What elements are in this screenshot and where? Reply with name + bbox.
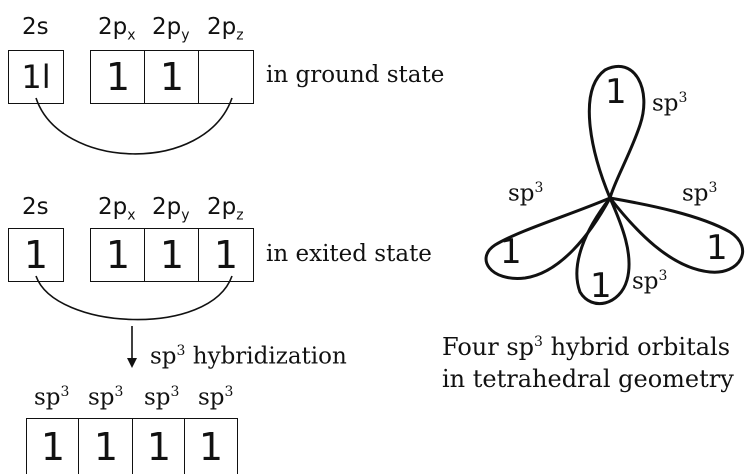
lobe-label-sup: 3 bbox=[535, 180, 544, 196]
caption-text: Four sp bbox=[442, 333, 534, 361]
caption-sup: 3 bbox=[534, 334, 543, 350]
lobe-label-text: sp bbox=[682, 181, 709, 207]
promotion-arc bbox=[36, 98, 232, 154]
lobe-label-text: sp bbox=[652, 91, 679, 117]
lobe-electron-bottom: 1 bbox=[590, 266, 612, 306]
tetrahedral-caption: Four sp3 hybrid orbitals in tetrahedral … bbox=[442, 326, 734, 395]
arrow-down-icon bbox=[127, 358, 137, 368]
caption-line-2: in tetrahedral geometry bbox=[442, 363, 734, 395]
lobe-label-sup: 3 bbox=[679, 90, 688, 106]
lobe-label-right: sp3 bbox=[682, 180, 717, 207]
lobe-electron-right: 1 bbox=[706, 228, 728, 268]
lobe-label-sup: 3 bbox=[659, 268, 668, 284]
lobe-label-text: sp bbox=[508, 181, 535, 207]
lobe-electron-left: 1 bbox=[500, 232, 522, 272]
lobe-electron-top: 1 bbox=[605, 72, 627, 112]
lobe-label-bottom: sp3 bbox=[632, 268, 667, 295]
lobe-label-top: sp3 bbox=[652, 90, 687, 117]
lobe-label-text: sp bbox=[632, 269, 659, 295]
lobe-label-sup: 3 bbox=[709, 180, 718, 196]
caption-text: hybrid orbitals bbox=[543, 333, 730, 361]
lobe-label-left: sp3 bbox=[508, 180, 543, 207]
hybridization-arc bbox=[36, 276, 232, 320]
caption-line-1: Four sp3 hybrid orbitals bbox=[442, 326, 734, 363]
